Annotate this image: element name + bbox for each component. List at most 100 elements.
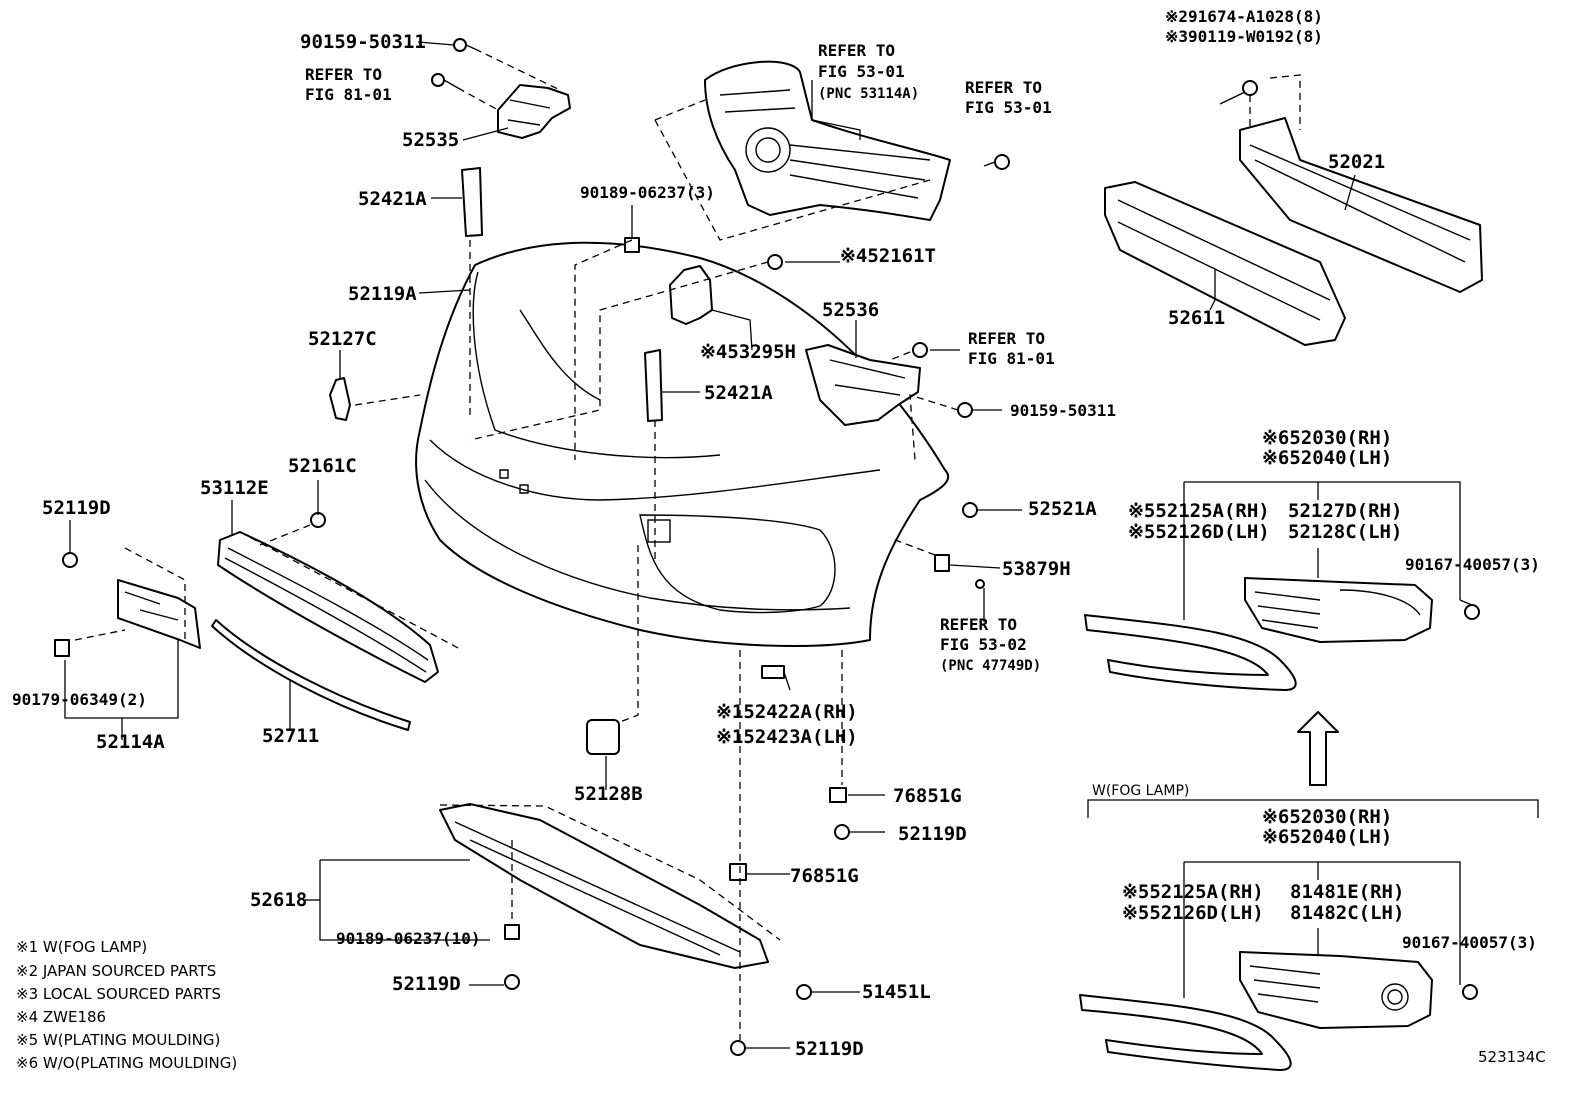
bolt-icon [1462,984,1478,1000]
bolt-icon [975,579,985,589]
label-90119: ※390119-W0192(8) [1165,27,1323,46]
label-52422A: ※152422A(RH) [716,701,858,723]
label-refer53-c-3: (PNC 47749D) [940,658,1041,674]
label-52119D-left: 52119D [42,497,111,519]
fog-bezel-upper[interactable] [1084,614,1297,691]
under-cover-52618[interactable] [439,803,769,969]
retainer-52421A-mid[interactable] [644,349,663,422]
label-53879H: 53879H [1002,558,1071,580]
reinforcement-52021[interactable] [1239,117,1483,293]
label-52119D-mid: 52119D [898,823,967,845]
fog-bezel-lower[interactable] [1079,994,1292,1071]
bracket-52536[interactable] [805,344,921,426]
bolt-icon [1464,604,1480,620]
label-90189-3: 90189-06237(3) [580,183,715,202]
label-52421A-b: 52421A [704,382,773,404]
label-52521A: 52521A [1028,498,1097,520]
bolt-icon [431,73,459,89]
clip-icon [962,502,978,518]
bracket-52114A[interactable] [117,579,201,649]
footnote-4: ※4 ZWE186 [16,1008,106,1026]
label-r1-52126D: ※552126D(LH) [1128,521,1270,543]
label-r2-90167: 90167-40057(3) [1402,933,1537,952]
label-refer53-a-3: (PNC 53114A) [818,86,919,102]
label-r1-52040: ※652040(LH) [1262,447,1392,469]
footnote-3: ※3 LOCAL SOURCED PARTS [16,985,221,1003]
guide-lines [74,48,1301,1040]
label-52536: 52536 [822,299,879,321]
clip-icon [761,665,785,679]
clip-icon [829,787,847,803]
bracket-52535[interactable] [497,84,571,139]
label-52535: 52535 [402,129,459,151]
clip-icon [767,254,783,270]
label-52021: 52021 [1328,151,1385,173]
label-r1-52030: ※652030(RH) [1262,427,1392,449]
fog-cover-lower[interactable] [1239,951,1433,1029]
label-r1-52128C: 52128C(LH) [1288,521,1402,543]
label-refer53-c-1: REFER TO [940,615,1017,634]
clip-icon [729,863,747,881]
label-90189-10: 90189-06237(10) [336,929,481,948]
label-r2-52030: ※652030(RH) [1262,806,1392,828]
label-52711: 52711 [262,725,319,747]
footnote-6: ※6 W/O(PLATING MOULDING) [16,1054,237,1072]
label-52421A-a: 52421A [358,188,427,210]
moulding-52711[interactable] [211,619,411,731]
label-90179: 90179-06349(2) [12,690,147,709]
label-52611: 52611 [1168,307,1225,329]
diagram-code: 523134C [1478,1048,1546,1066]
label-refer53-b-2: FIG 53-01 [965,98,1052,117]
label-52618: 52618 [250,889,307,911]
upper-grille[interactable] [704,60,951,221]
label-52127C: 52127C [308,328,377,350]
label-refer81-a-1: REFER TO [305,65,382,84]
label-r2-81481E: 81481E(RH) [1290,881,1404,903]
label-53295H: ※453295H [700,341,796,363]
label-refer53-b-1: REFER TO [965,78,1042,97]
label-52423A: ※152423A(LH) [716,726,858,748]
label-r2-52125A: ※552125A(RH) [1122,881,1264,903]
label-refer53-a-2: FIG 53-01 [818,62,905,81]
labels: 90159-50311 REFER TO FIG 81-01 52535 524… [12,7,1546,1072]
clip-icon [934,554,950,572]
leader-lines [64,41,1539,1049]
cover-52127C[interactable] [329,377,351,421]
retainer-52421A-top[interactable] [461,167,483,237]
footnote-5: ※5 W(PLATING MOULDING) [16,1031,220,1049]
label-52161T: ※452161T [840,245,936,267]
label-52119A: 52119A [348,283,417,305]
label-r1-90167: 90167-40057(3) [1405,555,1540,574]
absorber-52611[interactable] [1104,181,1346,346]
label-91674: ※291674-A1028(8) [1165,7,1323,26]
fasteners [54,38,1480,1056]
cover-52128B[interactable] [586,719,620,755]
bolt-icon [834,824,850,840]
footnote-1: ※1 W(FOG LAMP) [16,938,147,956]
label-76851G-a: 76851G [893,785,962,807]
seal-53295H[interactable] [669,265,713,325]
label-90159-top: 90159-50311 [300,31,426,53]
bolt-icon [62,552,78,568]
bolt-icon [796,984,812,1000]
label-refer81-a-2: FIG 81-01 [305,85,392,104]
bumper-cover-52119A[interactable] [415,241,950,647]
bolt-icon [912,342,928,358]
label-refer53-c-2: FIG 53-02 [940,635,1027,654]
label-52119D-low: 52119D [392,973,461,995]
arrow-up-icon [1297,711,1339,786]
label-r1-52125A: ※552125A(RH) [1128,500,1270,522]
label-r2-52040: ※652040(LH) [1262,826,1392,848]
clip-icon [310,512,326,528]
bolt-icon [983,154,1010,170]
label-52161C: 52161C [288,455,357,477]
clip-icon [504,924,520,940]
label-refer81-b-2: FIG 81-01 [968,349,1055,368]
lower-grille-53112E[interactable] [217,531,439,683]
bolt-icon [453,38,476,52]
label-r2-52126D: ※552126D(LH) [1122,902,1264,924]
footnote-2: ※2 JAPAN SOURCED PARTS [16,962,216,980]
label-53112E: 53112E [200,477,269,499]
fog-cover-upper[interactable] [1244,577,1433,643]
